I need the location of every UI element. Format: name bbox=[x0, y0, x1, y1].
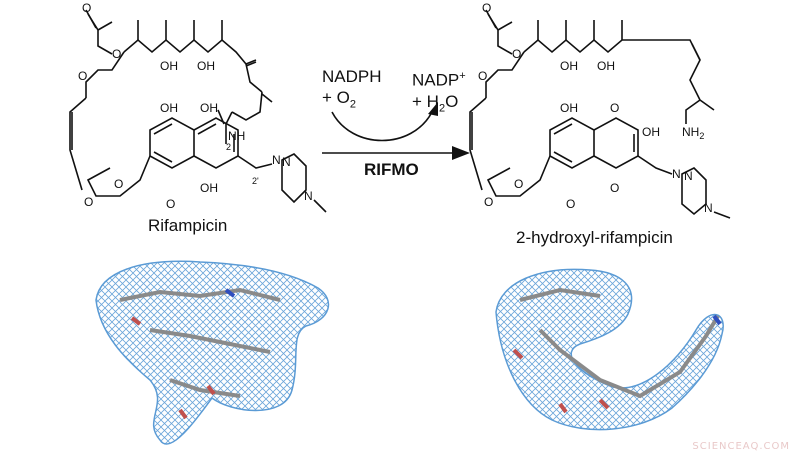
p-acetate-o2-label: O bbox=[512, 47, 521, 61]
position-2prime-label: 2' bbox=[252, 176, 259, 186]
oh-label-5: OH bbox=[200, 181, 218, 195]
p-methoxy-o-label: O bbox=[478, 69, 487, 83]
reactant-name: Rifampicin bbox=[148, 216, 228, 235]
position-2-label: 2 bbox=[226, 142, 231, 152]
p-ring-o-label: O bbox=[484, 195, 493, 209]
p-furanone-o-label: O bbox=[514, 177, 523, 191]
reaction-arrow bbox=[322, 102, 470, 160]
watermark: SCIENCEAQ.COM bbox=[692, 441, 790, 452]
oh-label-3: OH bbox=[160, 101, 178, 115]
p-oh-label-3: OH bbox=[560, 101, 578, 115]
cofactor-in-line1: NADPH bbox=[322, 67, 382, 86]
p-piperazine-n2-label: N bbox=[704, 201, 713, 215]
rifampicin-structure: O O OH OH O NH OH OH OH bbox=[69, 1, 327, 213]
product-structure: O O OH OH NH2 O OH O O OH O O O N bbox=[469, 1, 731, 219]
furanone-o-label: O bbox=[114, 177, 123, 191]
p-carbonyl-o-label: O bbox=[566, 197, 575, 211]
acetate-o-label: O bbox=[82, 1, 91, 15]
density-map-rifampicin bbox=[95, 260, 330, 445]
imine-n-label: N bbox=[272, 153, 281, 167]
p-imine-n-label: N bbox=[672, 167, 681, 181]
oh-label-1: OH bbox=[160, 59, 178, 73]
p-acetate-o-label: O bbox=[482, 1, 491, 15]
p-oh-label-2: OH bbox=[597, 59, 615, 73]
density-map-product bbox=[495, 268, 724, 431]
p-oh-label-new: OH bbox=[642, 125, 660, 139]
piperazine-n2-label: N bbox=[304, 189, 313, 203]
oh-label-2: OH bbox=[197, 59, 215, 73]
cofactor-out-line1: NADP+ bbox=[412, 70, 466, 90]
p-oh-label-1: OH bbox=[560, 59, 578, 73]
cofactor-out: NADP+ + H2O bbox=[412, 66, 466, 119]
piperazine-n1-label: N bbox=[282, 155, 291, 169]
ring-o-label: O bbox=[84, 195, 93, 209]
product-name: 2-hydroxyl-rifampicin bbox=[516, 228, 673, 247]
cofactor-in-line2: + O2 bbox=[322, 88, 356, 111]
cofactor-out-line2: + H2O bbox=[412, 91, 459, 115]
p-quinone-o2-label: O bbox=[610, 181, 619, 195]
carbonyl-o-label: O bbox=[166, 197, 175, 211]
p-piperazine-n1-label: N bbox=[684, 169, 693, 183]
p-quinone-o1-label: O bbox=[610, 101, 619, 115]
enzyme-label: RIFMO bbox=[364, 160, 419, 179]
methoxy-o-label: O bbox=[78, 69, 87, 83]
acetate-o2-label: O bbox=[112, 47, 121, 61]
p-nh2-label: NH2 bbox=[682, 125, 704, 141]
amide-nh-label: NH bbox=[228, 129, 245, 143]
oh-label-4: OH bbox=[200, 101, 218, 115]
cofactor-in: NADPH + O2 bbox=[322, 66, 382, 115]
